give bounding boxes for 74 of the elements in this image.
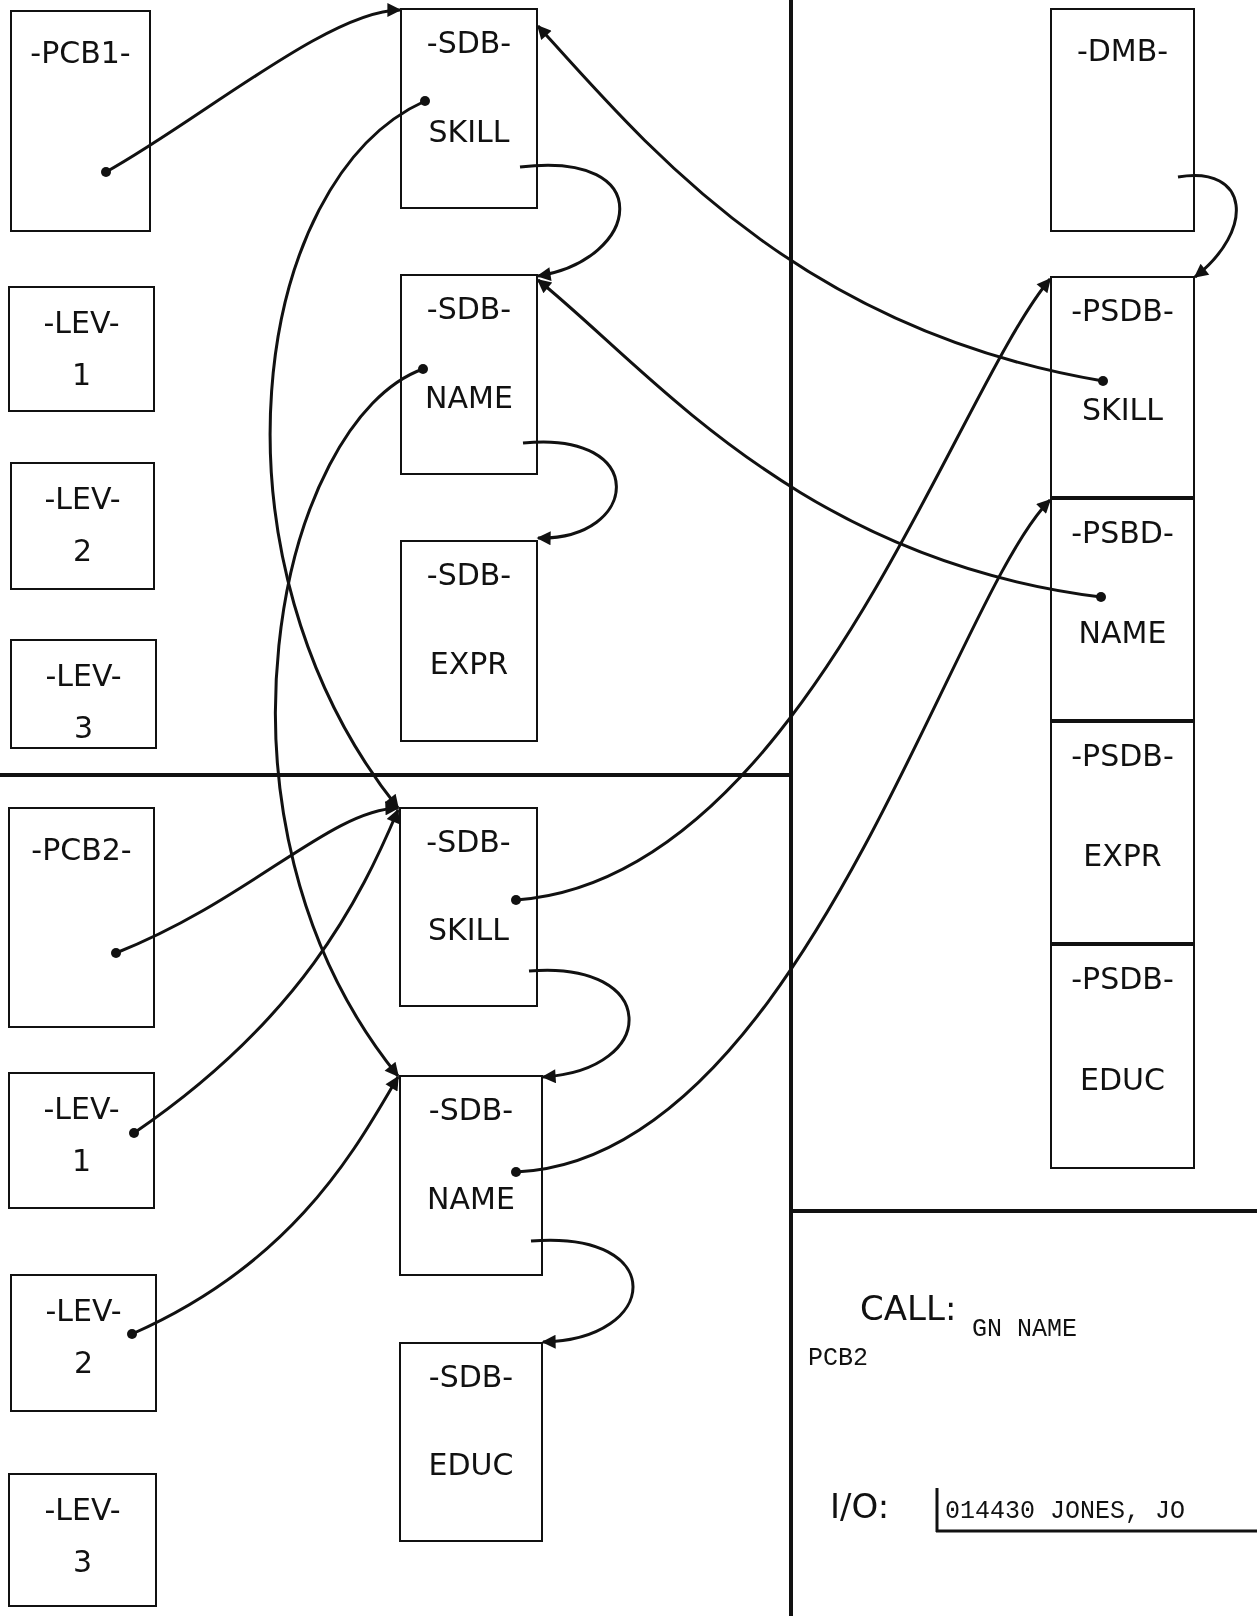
arrow: [519, 163, 622, 280]
field-name: EDUC: [427, 1448, 515, 1481]
block-heading: -SDB-: [427, 1093, 515, 1126]
field-name: EXPR: [428, 647, 510, 680]
memory-block: [8, 807, 155, 1028]
field-name: NAME: [424, 381, 514, 414]
block-heading: -PCB2-: [30, 833, 133, 866]
block-heading: -PSDB-: [1070, 294, 1175, 327]
field-name: SKILL: [427, 913, 510, 946]
field-label: CALL:: [860, 1290, 957, 1328]
arrow: [536, 278, 1106, 602]
memory-block: [399, 1342, 543, 1542]
memory-block: [400, 274, 538, 475]
arrow: [274, 364, 428, 1078]
field-name: 2: [71, 534, 94, 567]
field-name: SKILL: [427, 115, 511, 148]
memory-block: [8, 1473, 157, 1607]
block-heading: -SDB-: [425, 292, 513, 325]
field-name: NAME: [426, 1182, 516, 1215]
memory-block: [10, 639, 157, 749]
field-name: EDUC: [1079, 1063, 1166, 1096]
memory-block: [1050, 944, 1195, 1169]
memory-block: [8, 1072, 155, 1209]
call-parameter: PCB2: [808, 1345, 868, 1373]
memory-block: [400, 540, 538, 742]
block-heading: -SDB-: [425, 26, 513, 59]
field-name: 1: [70, 358, 93, 391]
block-heading: -SDB-: [425, 825, 512, 858]
record-text: 014430 JONES, JO: [945, 1498, 1186, 1526]
field-name: SKILL: [1081, 393, 1164, 426]
memory-block: [399, 807, 538, 1007]
memory-block: [1050, 498, 1195, 721]
arrow: [511, 498, 1052, 1177]
block-heading: -LEV-: [43, 482, 122, 515]
field-name: 3: [71, 1545, 94, 1578]
call-parameter: GN NAME: [972, 1316, 1078, 1344]
arrow: [269, 96, 430, 810]
arrow: [111, 802, 400, 958]
memory-block: [10, 1274, 157, 1412]
memory-block: [10, 10, 151, 232]
arrow: [1177, 174, 1238, 279]
block-heading: -LEV-: [44, 1294, 123, 1327]
memory-block: [8, 286, 155, 412]
arrow: [129, 808, 400, 1138]
field-name: 3: [72, 711, 95, 744]
arrow: [127, 1075, 400, 1339]
arrow: [522, 440, 618, 545]
block-heading: -PSDB-: [1070, 739, 1175, 772]
arrow: [101, 4, 402, 177]
block-heading: -DMB-: [1075, 34, 1170, 67]
field-label: I/O:: [830, 1488, 890, 1526]
arrow: [536, 24, 1108, 386]
arrow: [511, 277, 1052, 905]
memory-block: [10, 462, 155, 590]
block-heading: -LEV-: [43, 1493, 122, 1526]
memory-block: [1050, 8, 1195, 232]
field-name: 1: [70, 1144, 93, 1177]
memory-block: [1050, 276, 1195, 498]
memory-block: [1050, 721, 1195, 944]
block-heading: -PSBD-: [1070, 516, 1175, 549]
block-heading: -LEV-: [42, 1092, 121, 1125]
field-name: EXPR: [1082, 839, 1163, 872]
arrow: [528, 969, 631, 1083]
block-heading: -LEV-: [44, 659, 123, 692]
memory-block: [399, 1075, 543, 1276]
memory-block: [400, 8, 538, 209]
block-heading: -SDB-: [427, 1360, 515, 1393]
block-heading: -PSDB-: [1070, 962, 1175, 995]
block-heading: -LEV-: [42, 306, 121, 339]
arrow: [531, 1239, 635, 1348]
field-name: 2: [72, 1346, 95, 1379]
block-heading: -PCB1-: [29, 36, 132, 69]
block-heading: -SDB-: [425, 558, 513, 591]
field-name: NAME: [1077, 616, 1168, 649]
